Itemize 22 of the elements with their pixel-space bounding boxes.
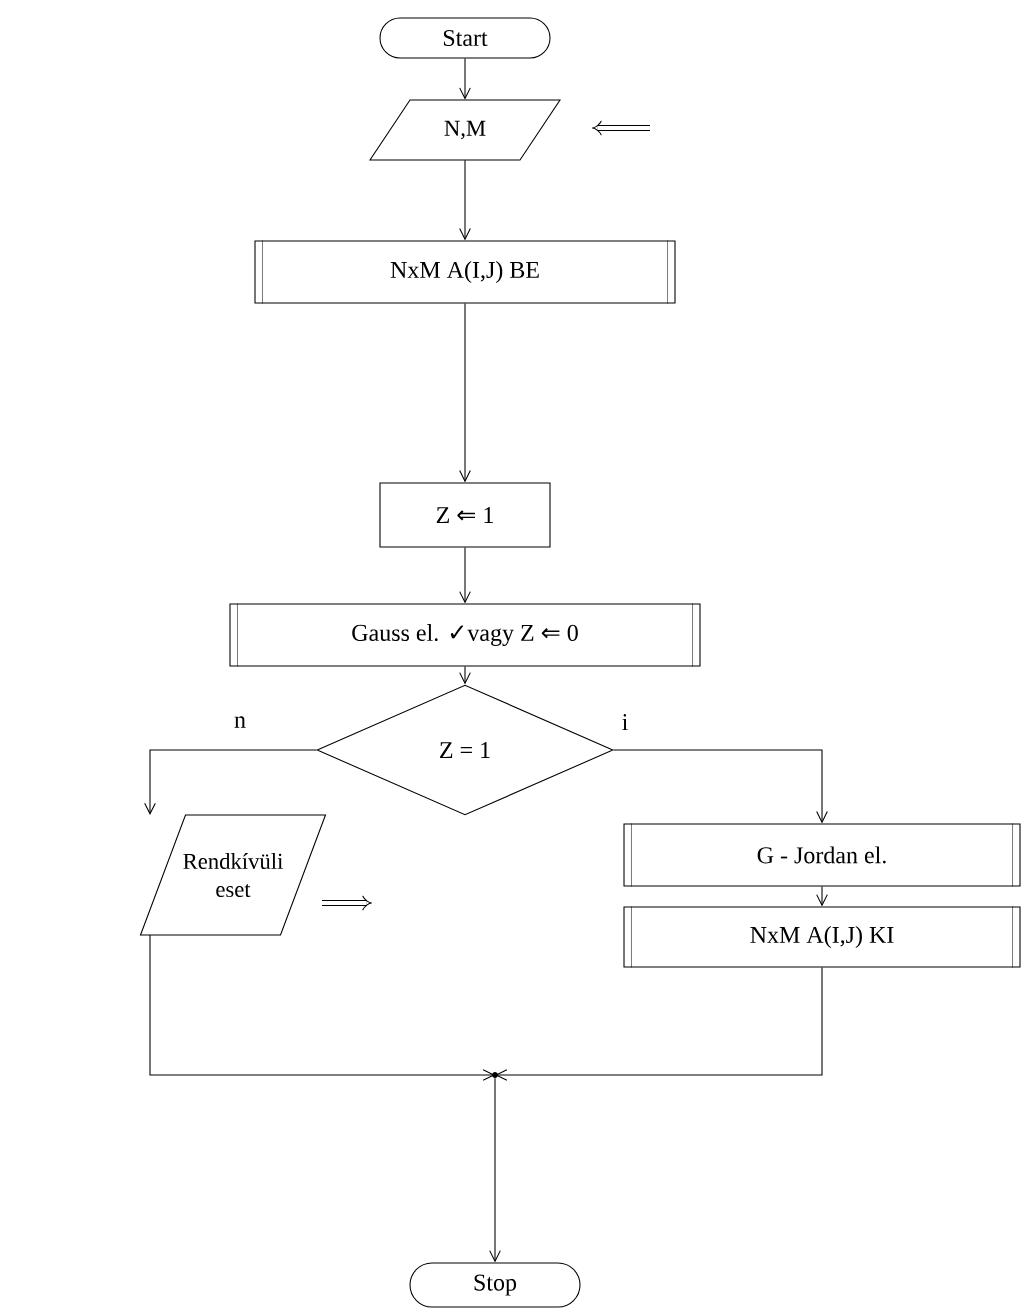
input-output-parallelogram: N,M [369, 99, 561, 161]
arrow [459, 159, 471, 241]
arrow [495, 967, 823, 1081]
arrow [459, 666, 471, 685]
arrow [489, 1077, 501, 1263]
arrow [816, 886, 828, 907]
arrow [459, 303, 471, 483]
arrow [149, 934, 495, 1081]
edge-label: i [620, 712, 630, 732]
arrow [144, 749, 317, 815]
terminal-box: Stop [409, 1262, 581, 1308]
process-box: Z ⇐ 1 [379, 482, 551, 548]
subroutine-box: G - Jordan el. [623, 823, 1021, 887]
subroutine-box: NxM A(I,J) BE [254, 240, 676, 304]
arrow [613, 749, 828, 824]
input-output-parallelogram: Rendkívüli eset [139, 814, 327, 936]
arrow [459, 547, 471, 604]
arrow [459, 58, 471, 100]
terminal-box: Start [379, 17, 551, 59]
subroutine-box: NxM A(I,J) KI [623, 906, 1021, 968]
edge-label: n [232, 715, 248, 729]
subroutine-box: Gauss el. ✓vagy Z ⇐ 0 [229, 603, 701, 667]
